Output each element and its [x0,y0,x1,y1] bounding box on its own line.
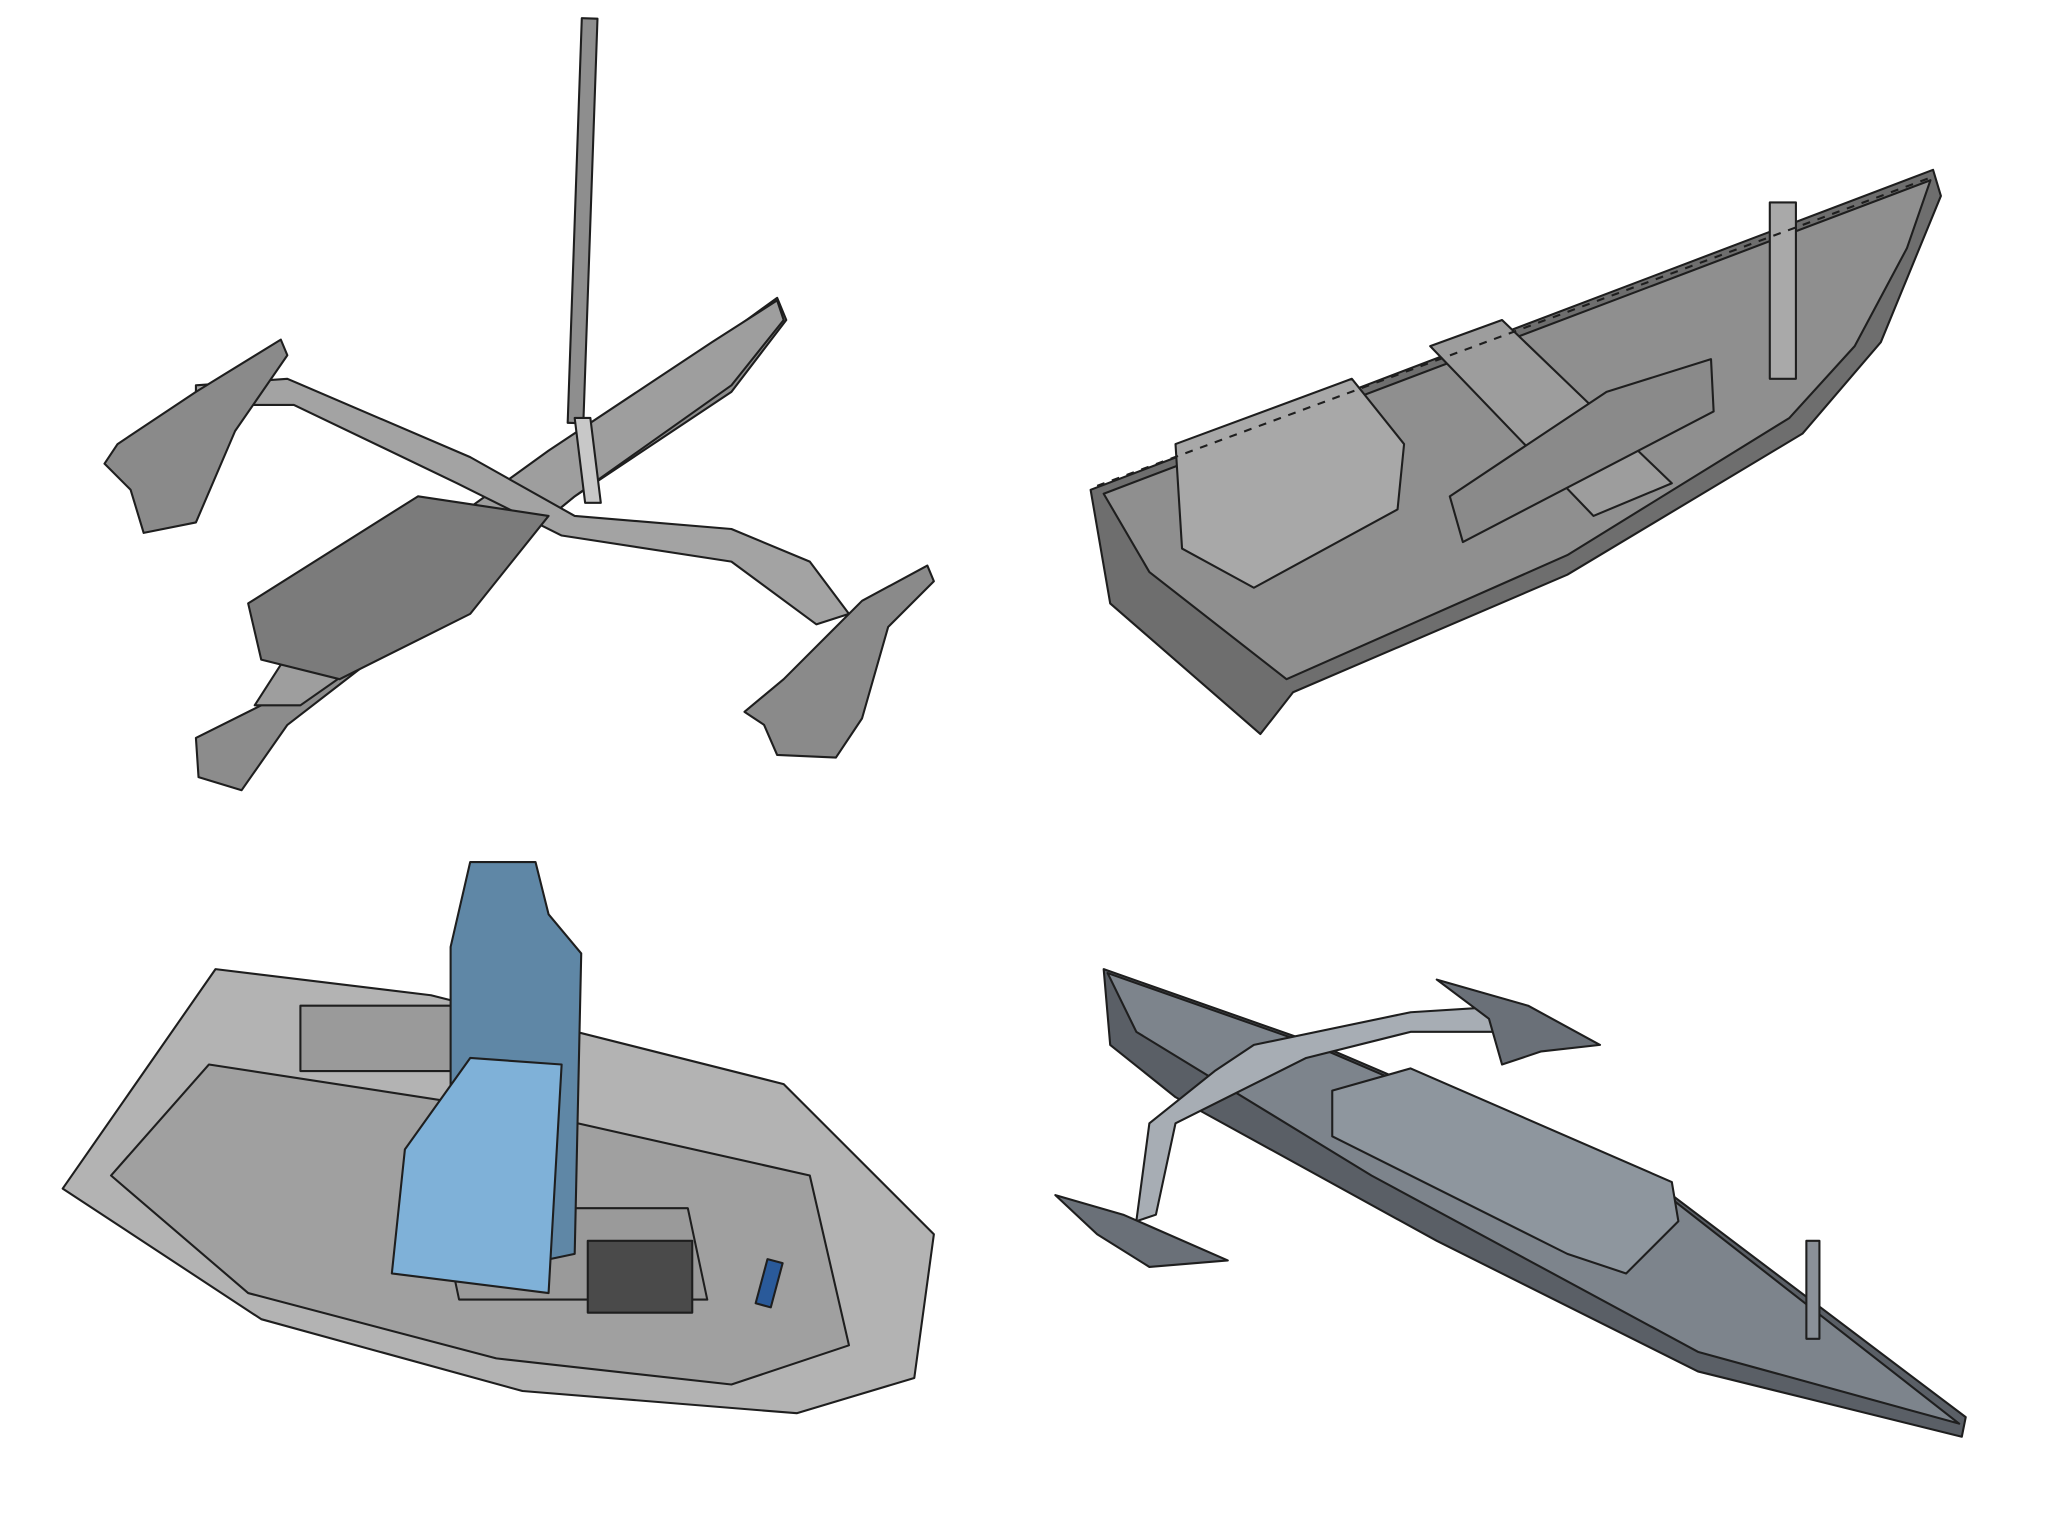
rowboat-stern-seat [1174,377,1406,589]
rowboat-bow-block [1448,358,1715,544]
trimaran-mast [566,17,599,425]
rowboat-render [1089,168,1942,736]
trimaran-crossbeam [194,377,851,626]
trimaran-mast-stay [573,416,602,504]
trimaran-left-float [103,338,289,534]
canoe-cockpit [1331,1067,1680,1275]
trimaran-render [103,17,935,792]
outrigger-canoe-render [1054,968,1967,1438]
canoe-mast-stub [1805,1239,1821,1340]
canoe-float-left [1054,1194,1229,1268]
rowboat-gunwale [1096,176,1931,487]
skiff-battery-box [586,1239,694,1314]
canoe-float-right [1435,978,1602,1066]
framed-skiff-render [61,860,935,1415]
trimaran-cockpit [247,495,550,681]
rowboat-oarlock-post [1768,201,1797,380]
trimaran-right-float [743,564,935,759]
skiff-mast-step [754,1258,784,1309]
skiff-seat-cushions [390,1056,563,1295]
